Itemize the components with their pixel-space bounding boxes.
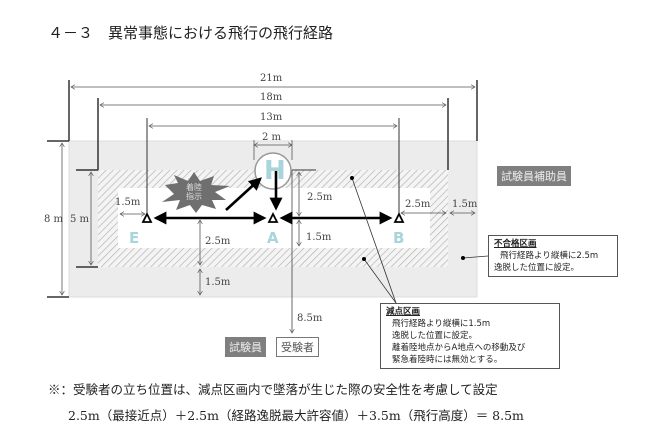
dim-right-1-5m: 1.5m — [452, 199, 478, 210]
dim-13m: 13m — [260, 112, 283, 123]
dim-8-5m: 8.5m — [297, 313, 323, 324]
dim-h-2-5m: 2.5m — [307, 192, 333, 203]
helipad-h-label: H — [264, 156, 286, 186]
landing-signal-label: 着陸指示 — [186, 183, 202, 201]
dim-ea-2-5m: 2.5m — [205, 236, 231, 247]
point-a-marker — [267, 211, 279, 223]
fail-zone-title: 不合格区画 — [494, 239, 537, 249]
point-e-marker — [141, 211, 153, 223]
landing-signal-arrow — [225, 177, 262, 211]
penalty-zone-title: 減点区画 — [386, 307, 421, 317]
assistant-examiner-tag: 試験員補助員 — [497, 166, 571, 186]
dim-bottom-1-5m: 1.5m — [205, 277, 231, 288]
fail-zone-line1: 飛行経路より縦横に2.5m — [500, 251, 599, 261]
dim-21m: 21m — [260, 73, 283, 84]
penalty-zone-line3: 離着陸地点からA地点への移動及び — [392, 343, 526, 353]
point-b-marker — [393, 211, 405, 223]
landing-signal-burst — [162, 172, 230, 213]
point-a-label: A — [267, 229, 279, 247]
dim-5m: 5 m — [70, 214, 90, 225]
penalty-zone-line2: 逸脱した位置に設定。 — [392, 331, 478, 341]
examinee-tag: 受験者 — [276, 337, 319, 357]
dim-8m: 8 m — [44, 214, 64, 225]
dim-18m: 18m — [260, 92, 283, 103]
fail-zone-line2: 逸脱した位置に設定。 — [494, 263, 580, 273]
penalty-zone-line1: 飛行経路より縦横に1.5m — [392, 319, 491, 329]
examiner-tag: 試験員 — [225, 337, 266, 357]
fail-zone-note: 不合格区画 飛行経路より縦横に2.5m 逸脱した位置に設定。 — [488, 235, 618, 277]
page-title: ４－３ 異常事態における飛行の飛行経路 — [48, 24, 334, 42]
penalty-zone-line4: 緊急着陸時には無効とする。 — [392, 355, 503, 365]
point-e-label: E — [129, 229, 140, 247]
footnote-line2: 2.5m（最接近点）＋2.5m（経路逸脱最大許容値）＋3.5m（飛行高度）＝ 8… — [68, 408, 524, 423]
penalty-zone-note: 減点区画 飛行経路より縦横に1.5m 逸脱した位置に設定。 離着陸地点からA地点… — [380, 303, 560, 369]
landing-signal-line2: 指示 — [186, 192, 202, 201]
dim-right-2-5m: 2.5m — [405, 199, 431, 210]
footnote-line1: ※：受験者の立ち位置は、減点区画内で墜落が生じた際の安全性を考慮して設定 — [48, 382, 498, 397]
point-b-label: B — [393, 229, 405, 247]
dim-a-1-5m: 1.5m — [306, 232, 332, 243]
dim-left-1-5m: 1.5m — [115, 197, 141, 208]
helipad-circle — [254, 152, 292, 190]
landing-signal-line1: 着陸 — [186, 183, 202, 192]
dim-2m: 2 m — [262, 132, 282, 143]
